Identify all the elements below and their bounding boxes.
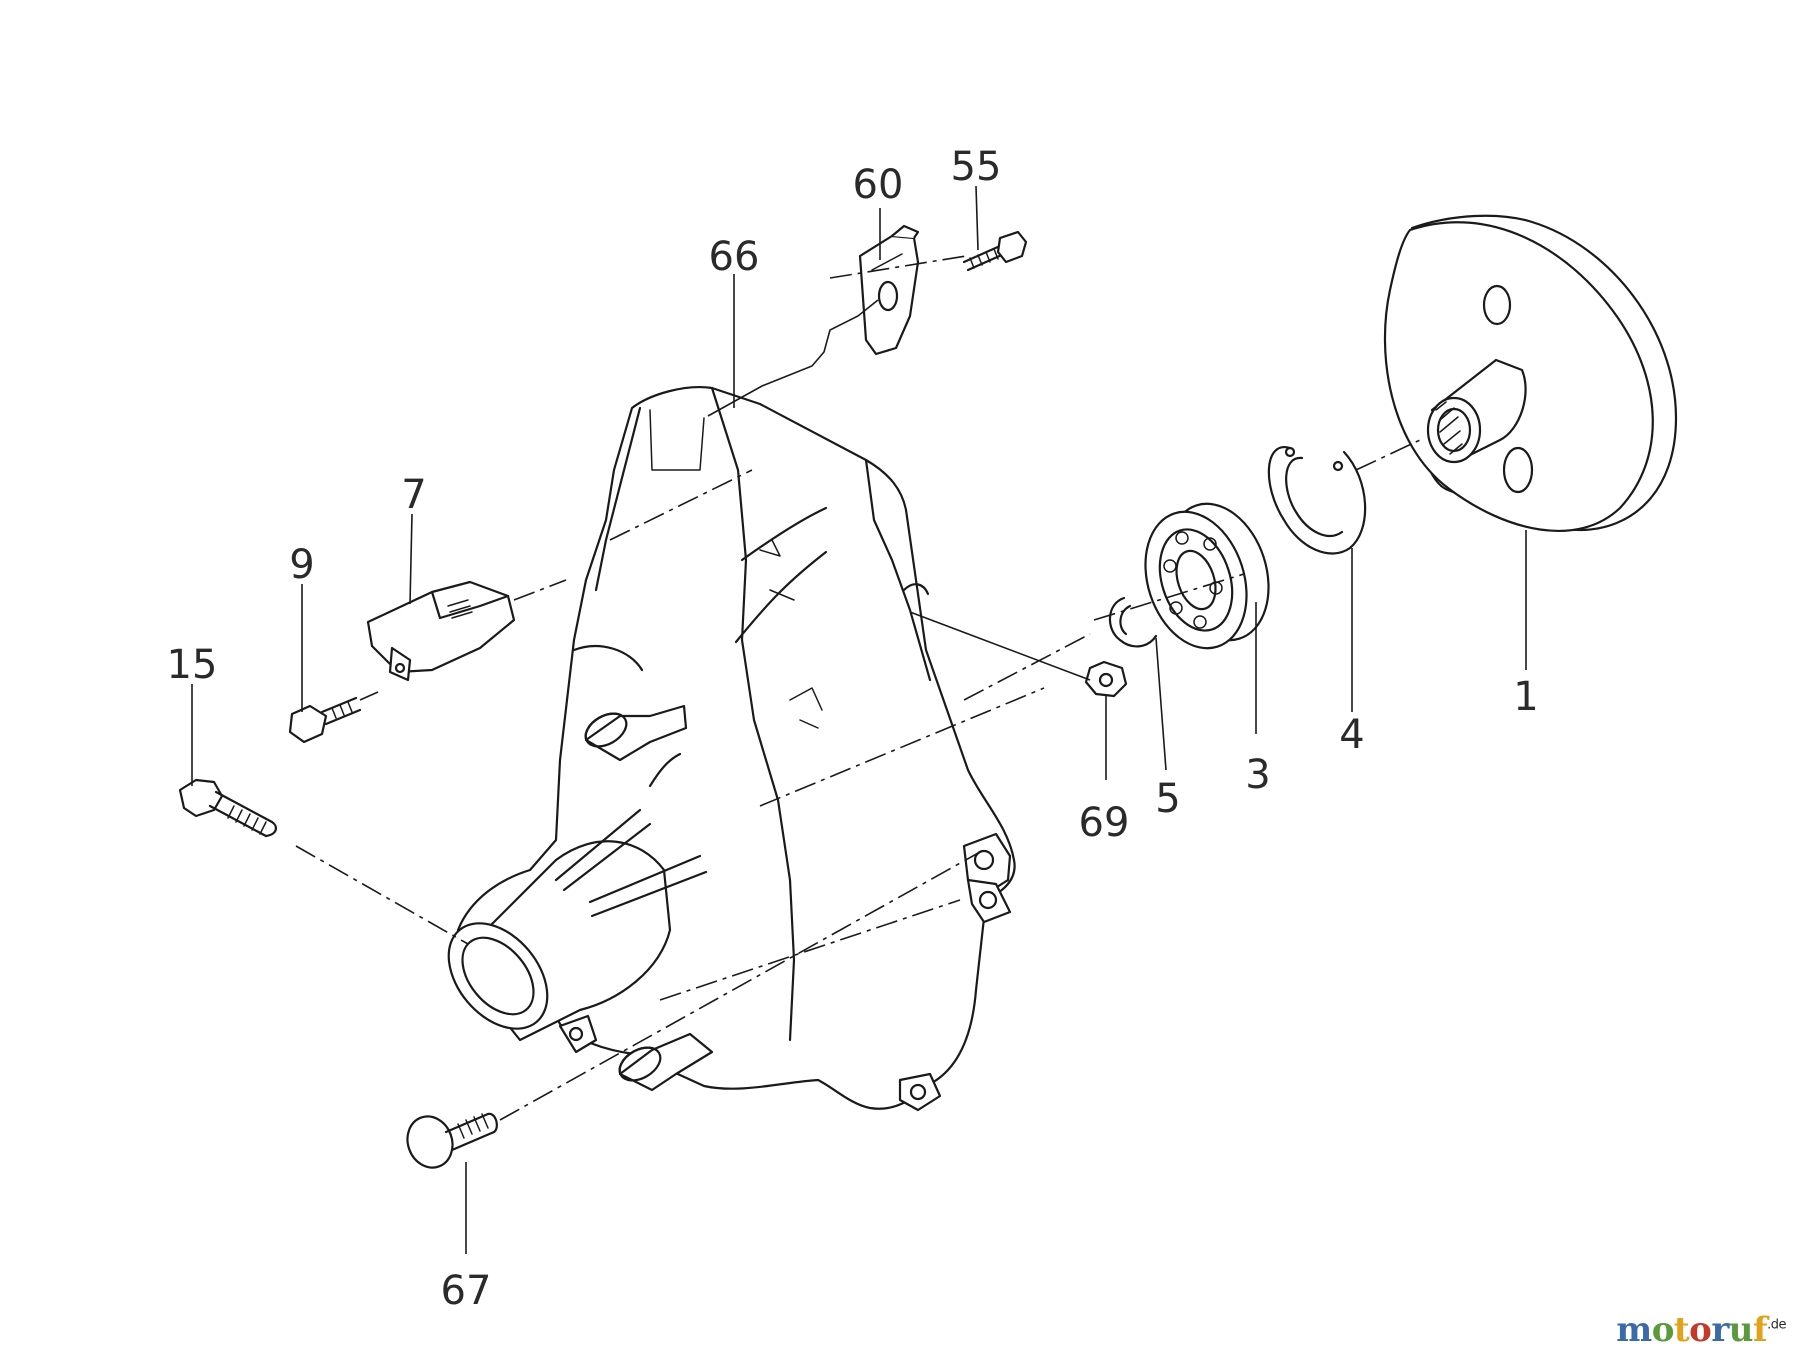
bolt-15-part: [178, 778, 277, 838]
part-label-3: 3: [1245, 752, 1270, 798]
part-label-4: 4: [1339, 712, 1364, 758]
part-label-1: 1: [1513, 674, 1538, 720]
screw-9-part: [288, 696, 362, 744]
part-label-55: 55: [951, 144, 1002, 190]
leader-5: [1155, 637, 1167, 771]
part-label-67: 67: [441, 1268, 492, 1314]
part-number-labels: 60 55 66 7 9 15 1 4 3 5 69 67: [167, 144, 1539, 1314]
clutch-housing-part: [447, 386, 1016, 1112]
leader-55: [975, 185, 979, 251]
circlip-part: [1267, 446, 1367, 555]
part-label-66: 66: [709, 234, 760, 280]
watermark-letter: f: [1752, 1310, 1768, 1350]
bolt-55-part: [962, 230, 1028, 272]
part-label-69: 69: [1079, 800, 1130, 846]
part-label-9: 9: [289, 542, 314, 588]
part-label-60: 60: [853, 162, 904, 208]
snap-ring-part: [1108, 596, 1158, 648]
watermark-letter: o: [1689, 1310, 1712, 1350]
site-watermark-logo: motoruf.de: [1616, 1310, 1786, 1350]
part-label-7: 7: [401, 472, 426, 518]
watermark-letter: m: [1616, 1310, 1652, 1350]
watermark-suffix: .de: [1767, 1317, 1786, 1333]
clutch-drum-part: [1383, 214, 1678, 533]
part-label-5: 5: [1155, 776, 1180, 822]
plate-60-part: [858, 224, 920, 356]
watermark-letter: o: [1651, 1310, 1675, 1350]
leader-7: [409, 513, 413, 605]
part-label-15: 15: [167, 642, 218, 688]
watermark-letter: t: [1673, 1310, 1690, 1350]
bracket-7-part: [366, 580, 516, 682]
leader-lines: [191, 185, 1527, 1254]
watermark-letter: u: [1728, 1310, 1754, 1350]
ball-bearing-part: [1144, 502, 1270, 650]
nut-part: [1084, 660, 1128, 698]
assembly-lines: [295, 255, 1421, 1121]
bolt-67-part: [406, 1112, 498, 1169]
watermark-letter: r: [1711, 1310, 1729, 1350]
